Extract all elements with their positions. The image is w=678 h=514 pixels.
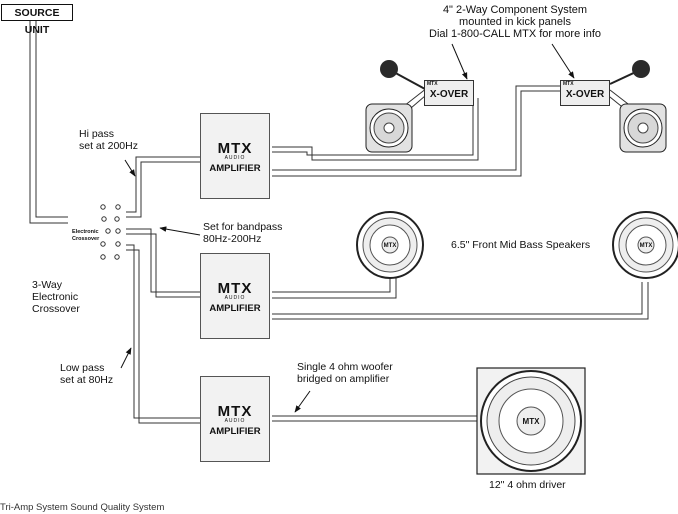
amplifier-middle-logo-sub: AUDIO: [224, 295, 246, 301]
woofer-note-line1: Single 4 ohm woofer: [297, 361, 393, 373]
x-over-right-label: X-OVER: [565, 89, 605, 100]
annotation-arrows: [120, 43, 575, 413]
subwoofer-enclosure: [476, 367, 586, 475]
amplifier-top-logo: MTX: [217, 140, 253, 157]
hi-pass-wire: [126, 156, 200, 218]
top-amp-to-crossover-wire: [272, 85, 560, 177]
mid-bass-speaker-left: [356, 211, 424, 279]
woofer-note-line2: bridged on amplifier: [297, 373, 390, 385]
amplifier-middle-logo: MTX: [217, 280, 253, 297]
x-over-right: MTX X-OVER: [560, 80, 610, 106]
source-unit-box: SOURCE UNIT: [1, 4, 73, 36]
hi-pass-line2: set at 200Hz: [79, 140, 138, 152]
electronic-crossover-label: Electronic Crossover: [72, 229, 99, 243]
x-over-left-brand: MTX: [427, 81, 438, 87]
note-line2: mounted in kick panels: [459, 16, 571, 28]
amplifier-bottom: MTX AUDIO AMPLIFIER: [200, 376, 270, 462]
low-pass-wire: [126, 244, 200, 424]
low-pass-label: Low pass set at 80Hz: [60, 362, 113, 386]
ecx-label-line1: Electronic: [72, 229, 99, 235]
component-speaker-left: [365, 103, 413, 153]
amplifier-top: MTX AUDIO AMPLIFIER: [200, 113, 270, 199]
component-system-note: 4" 2-Way Component System mounted in kic…: [420, 4, 610, 40]
amplifier-middle: MTX AUDIO AMPLIFIER: [200, 253, 270, 339]
woofer-note-label: Single 4 ohm woofer bridged on amplifier: [297, 361, 393, 385]
hi-pass-label: Hi pass set at 200Hz: [79, 128, 138, 152]
three-way-line1: 3-Way: [32, 279, 62, 291]
ecx-label-line2: Crossover: [72, 236, 100, 242]
tweeter-left: [380, 60, 426, 90]
hi-pass-line1: Hi pass: [79, 128, 115, 140]
mid-bass-speaker-right: [612, 211, 678, 279]
amplifier-bottom-logo: MTX: [217, 403, 253, 420]
speaker-logo-mid-left: MTX: [384, 243, 397, 249]
speaker-logo-woofer: MTX: [523, 417, 541, 426]
note-line1: 4" 2-Way Component System: [442, 4, 588, 16]
low-pass-line1: Low pass: [60, 362, 105, 374]
amplifier-middle-title: AMPLIFIER: [209, 303, 261, 314]
low-pass-line2: set at 80Hz: [60, 374, 114, 386]
x-over-left: MTX X-OVER: [424, 80, 474, 106]
bandpass-label: Set for bandpass 80Hz-200Hz: [203, 221, 282, 245]
middle-amp-to-speaker-wire: [272, 276, 649, 320]
driver-label: 12" 4 ohm driver: [489, 479, 566, 491]
three-way-line2: Electronic: [32, 291, 79, 303]
three-way-crossover-label: 3-Way Electronic Crossover: [32, 279, 80, 315]
amplifier-top-logo-sub: AUDIO: [224, 155, 246, 161]
x-over-left-label: X-OVER: [429, 89, 469, 100]
tweeter-right: [609, 60, 650, 85]
amplifier-bottom-logo-sub: AUDIO: [224, 418, 246, 424]
x-over-right-brand: MTX: [563, 81, 574, 87]
three-way-line3: Crossover: [32, 303, 80, 315]
component-speaker-right: [619, 103, 667, 153]
speaker-logo-mid-right: MTX: [640, 243, 653, 249]
bottom-amp-to-woofer-wire: [272, 415, 477, 422]
bandpass-line2: 80Hz-200Hz: [203, 233, 262, 245]
note-line3: Dial 1-800-CALL MTX for more info: [429, 28, 601, 40]
amplifier-top-title: AMPLIFIER: [209, 163, 261, 174]
source-to-crossover-wire: [29, 21, 68, 224]
amplifier-bottom-title: AMPLIFIER: [209, 426, 261, 437]
figure-caption: Tri-Amp System Sound Quality System: [0, 502, 165, 513]
crossover-knobs: [100, 204, 121, 260]
bandpass-line1: Set for bandpass: [203, 221, 283, 233]
mid-bass-label: 6.5" Front Mid Bass Speakers: [451, 239, 591, 251]
bandpass-wire: [126, 228, 200, 298]
